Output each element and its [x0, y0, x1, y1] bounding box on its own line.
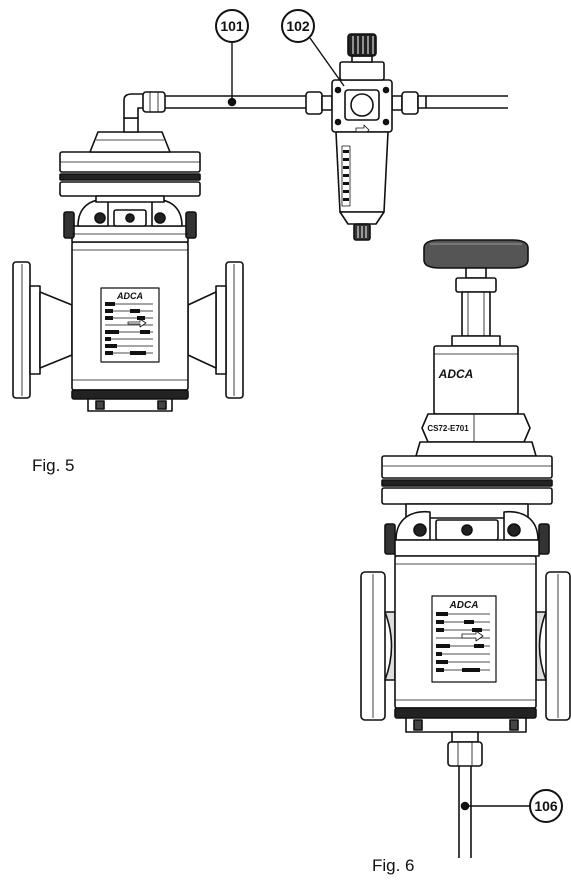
- fig6-bottom-fitting: [447, 731, 483, 767]
- callout-101: 101: [215, 9, 249, 43]
- fig6-hex-nut: CS72-E701: [421, 413, 531, 443]
- callout-106-label: 106: [534, 798, 558, 814]
- fig6-actuator: [381, 441, 553, 519]
- fig6-caption: Fig. 6: [372, 856, 415, 875]
- fig6-model-label: CS72-E701: [427, 424, 469, 433]
- fig6-valve-assembly: ADCA CS72-E701: [360, 239, 571, 767]
- fig5-elbow-fitting: [123, 91, 166, 133]
- callout-102-label: 102: [286, 18, 310, 34]
- fig6-yoke: [384, 510, 550, 557]
- fig5-caption: Fig. 5: [32, 456, 75, 475]
- fig5-yoke: [63, 198, 197, 243]
- fig5-nameplate: ADCA: [100, 287, 160, 363]
- fig6-nameplate: ADCA: [431, 595, 497, 683]
- callout-106: 106: [529, 789, 563, 823]
- fig5-bottom-cover: [71, 389, 189, 412]
- fig5-valve-assembly: ADCA: [12, 91, 244, 412]
- fig5-actuator: [59, 131, 201, 203]
- filter-regulator: [305, 33, 427, 241]
- fig6-left-flange: [360, 571, 396, 721]
- fig6-right-flange: [535, 571, 571, 721]
- callout-102: 102: [281, 9, 315, 43]
- fig5-brand-label: ADCA: [116, 291, 143, 301]
- fig6-bonnet-brand-label: ADCA: [438, 367, 474, 381]
- callout-101-label: 101: [220, 18, 244, 34]
- sensing-line: [458, 766, 530, 858]
- fig6-brand-label: ADCA: [449, 600, 479, 611]
- fig6-pilot-bonnet: ADCA: [433, 345, 519, 415]
- fig6-bottom-cover: [394, 707, 537, 733]
- fig5-right-flange: [187, 261, 244, 399]
- fig6-handwheel: [423, 239, 529, 279]
- fig5-left-flange: [12, 261, 73, 399]
- air-supply-line: [165, 38, 508, 109]
